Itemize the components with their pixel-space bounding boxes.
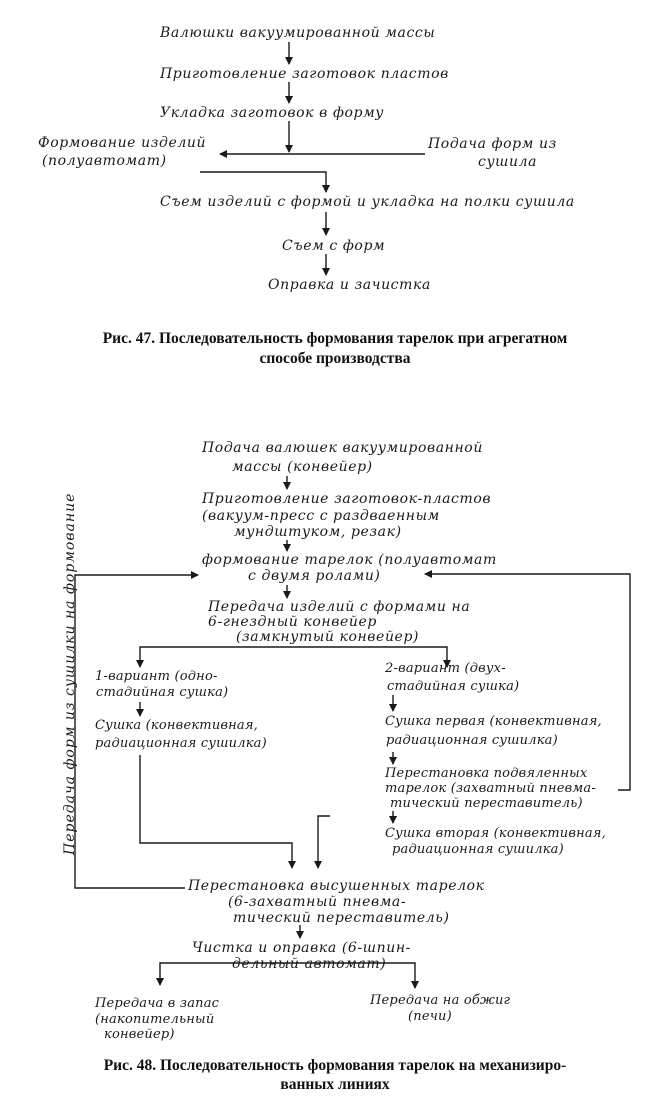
fig47-caption-line2: способе производства	[259, 350, 411, 367]
fig47-node-feed: Подача форм из	[428, 136, 557, 152]
fig47-arrow-4	[200, 171, 330, 193]
fig48-arrow-right-4	[314, 815, 330, 869]
fig48-arrow-final-left	[156, 962, 300, 986]
fig48-node-sorting-sub2: тический переставитель)	[233, 910, 450, 926]
fig47-node-finish: Оправка и зачистка	[268, 277, 431, 293]
fig48-left-drying-sub: радиационная сушилка)	[95, 736, 267, 751]
fig47-node-removal: Съем изделий с формой и укладка на полки…	[160, 194, 575, 210]
fig47-node-feed-sub: сушила	[478, 154, 538, 170]
fig48-right-drying2-sub: радиационная сушилка)	[392, 842, 564, 857]
fig48-variant1-sub: стадийная сушка)	[96, 685, 229, 700]
fig48-arrow-split-right	[310, 646, 451, 668]
fig48-right-drying2: Сушка вторая (конвективная,	[385, 826, 606, 841]
fig48-node-feed: Подача валюшек вакуумированной	[202, 440, 483, 456]
fig47-node-rolls: Валюшки вакуумированной массы	[160, 25, 436, 41]
fig48-node-storage-sub1: (накопительный	[95, 1012, 215, 1027]
fig48-node-storage: Передача в запас	[95, 996, 220, 1011]
fig48-arrow-return-right	[424, 570, 631, 791]
fig48-node-sorting: Перестановка высушенных тарелок	[188, 878, 485, 894]
fig48-node-firing-sub: (печи)	[408, 1009, 452, 1024]
fig48-right-reorder-sub2: тический переставитель)	[390, 796, 583, 811]
fig48-arrow-left-2	[139, 755, 296, 869]
fig47-node-forming: Формование изделий	[38, 135, 207, 151]
fig48-left-drying: Сушка (конвективная,	[95, 718, 259, 733]
fig48-variant1: 1-вариант (одно-	[95, 669, 218, 684]
fig48-node-prep: Приготовление заготовок-пластов	[202, 491, 492, 507]
fig48-arrow-split-left	[136, 646, 310, 668]
fig48-node-transfer-sub1: 6-гнездный конвейер	[208, 614, 377, 630]
fig48-node-feed-sub: массы (конвейер)	[232, 459, 373, 475]
fig48-node-transfer-sub2: (замкнутый конвейер)	[236, 629, 420, 645]
fig48-right-reorder-sub1: тарелок (захватный пневма-	[385, 781, 596, 796]
fig48-node-cleaning: Чистка и оправка (6-шпин-	[192, 940, 411, 956]
fig48-arrow-return-left	[74, 571, 199, 889]
fig47-caption-line1: Рис. 47. Последовательность формования т…	[102, 330, 568, 347]
fig48-side-label: Передача форм из сушилки на формование	[62, 492, 78, 855]
fig48-node-firing: Передача на обжиг	[370, 993, 511, 1008]
fig48-node-prep-sub1: (вакуум-пресс с раздваенным	[202, 508, 440, 524]
fig48-right-drying1-sub: радиационная сушилка)	[386, 733, 558, 748]
fig48-node-transfer: Передача изделий с формами на	[208, 599, 471, 615]
fig48-caption-line2: ванных линиях	[280, 1076, 390, 1093]
fig48-node-sorting-sub1: (6-захватный пневма-	[228, 894, 407, 910]
fig48-right-drying1: Сушка первая (конвективная,	[385, 714, 602, 729]
fig48-node-cleaning-sub: дельный автомат)	[232, 956, 387, 972]
fig48-node-storage-sub2: конвейер)	[104, 1027, 175, 1042]
fig48-caption-line1: Рис. 48. Последовательность формования т…	[103, 1057, 567, 1074]
fig48-arrow-final-right	[300, 962, 419, 989]
fig48-node-forming: формование тарелок (полуавтомат	[202, 552, 497, 568]
fig48-variant2-sub: стадийная сушка)	[387, 679, 520, 694]
fig47-node-demold: Съем с форм	[282, 238, 386, 254]
fig48-node-forming-sub: с двумя ролами)	[248, 568, 381, 584]
fig47-node-forming-sub: (полуавтомат)	[42, 153, 167, 169]
fig47-node-laying: Укладка заготовок в форму	[160, 105, 385, 121]
fig48-variant2: 2-вариант (двух-	[385, 661, 506, 676]
fig48-node-prep-sub2: мундштуком, резак)	[234, 524, 402, 540]
fig47-node-blanks: Приготовление заготовок пластов	[160, 66, 449, 82]
fig48-right-reorder: Перестановка подвяленных	[385, 766, 588, 781]
